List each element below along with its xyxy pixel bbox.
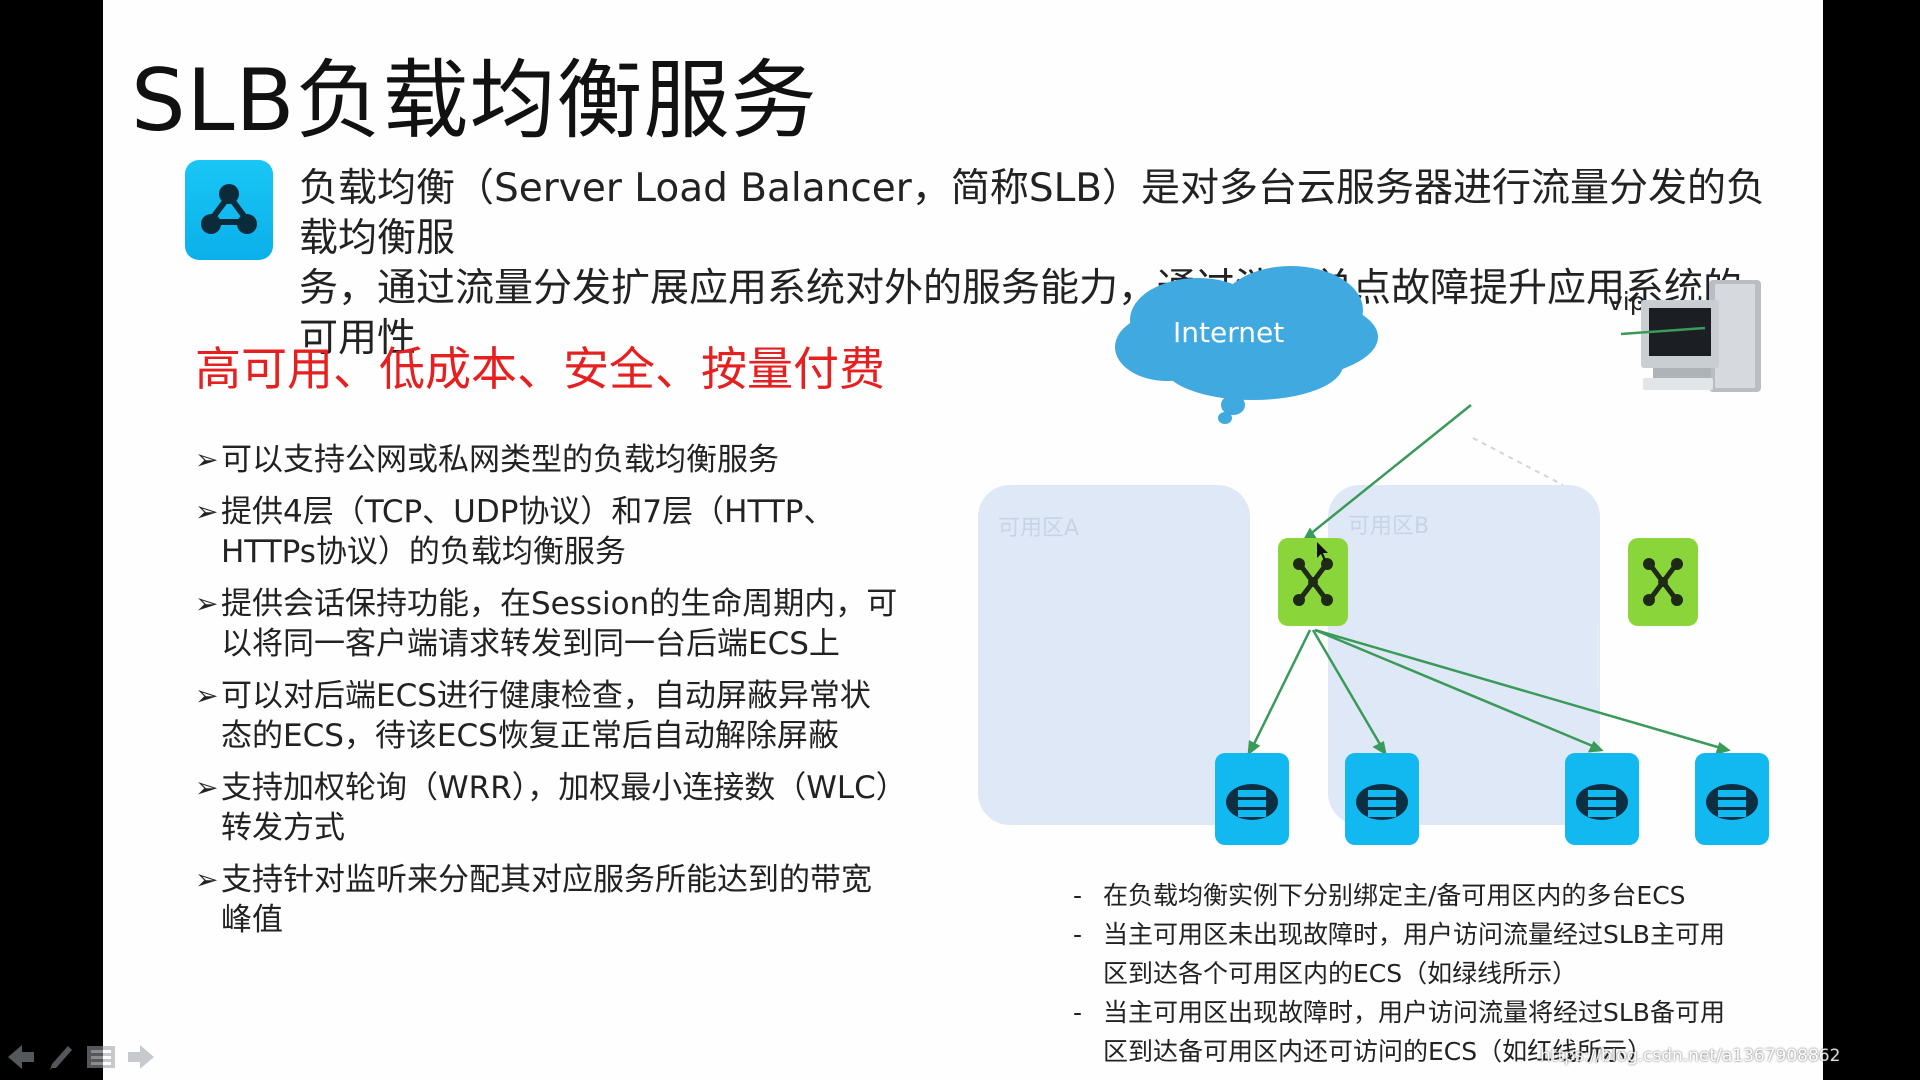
pen-icon[interactable] [44, 1040, 78, 1074]
zone-b [1328, 485, 1600, 825]
list-item: ➢支持加权轮询（WRR），加权最小连接数（WLC） 转发方式 [195, 770, 907, 846]
list-item: -当主可用区出现故障时，用户访问流量将经过SLB备可用 区到达备可用区内还可访问… [1073, 998, 1725, 1066]
intro-text: 负载均衡（Server Load Balancer，简称SLB）是对多台云服务器… [299, 166, 1766, 361]
ecs-server-icon [1565, 753, 1639, 845]
vip-label: vip [1608, 287, 1646, 316]
list-item: ➢提供会话保持功能，在Session的生命周期内，可 以将同一客户端请求转发到同… [195, 586, 898, 662]
bullet-arrow-icon: ➢ [195, 771, 219, 804]
nav-prev-icon[interactable] [4, 1040, 38, 1074]
zone-b-label: 可用区B [1348, 514, 1429, 539]
list-item: ➢支持针对监听来分配其对应服务所能达到的带宽 峰值 [195, 862, 872, 938]
slb-logo-icon [185, 160, 273, 260]
bullet-arrow-icon: ➢ [195, 443, 219, 476]
bullet-arrow-icon: ➢ [195, 587, 219, 620]
nav-next-icon[interactable] [124, 1040, 158, 1074]
desktop-computer-icon [1641, 280, 1761, 392]
watermark: https://blog.csdn.net/a1367908862 [1540, 1046, 1841, 1066]
tagline: 高可用、低成本、安全、按量付费 [195, 342, 885, 396]
bullet-arrow-icon: ➢ [195, 495, 219, 528]
bullet-arrow-icon: ➢ [195, 679, 219, 712]
slide: SLB负载均衡服务 负载均衡（Server Load Balancer，简称SL… [103, 0, 1823, 1080]
zone-a-label: 可用区A [998, 516, 1079, 541]
slb-node-icon [1278, 538, 1348, 626]
zone-a [978, 485, 1250, 825]
list-item: ➢可以支持公网或私网类型的负载均衡服务 [195, 442, 779, 478]
bullet-arrow-icon: ➢ [195, 863, 219, 896]
feature-list: ➢可以支持公网或私网类型的负载均衡服务 ➢提供4层（TCP、UDP协议）和7层（… [195, 440, 935, 952]
page-title: SLB负载均衡服务 [131, 51, 818, 151]
ecs-server-icon [1345, 753, 1419, 845]
mouse-cursor-icon [1317, 542, 1328, 561]
internet-label: Internet [1173, 316, 1284, 349]
presentation-controls [4, 1040, 158, 1076]
notes-list: -在负载均衡实例下分别绑定主/备可用区内的多台ECS -当主可用区未出现故障时，… [1073, 876, 1793, 1071]
ecs-server-icon [1695, 753, 1769, 845]
list-item: -在负载均衡实例下分别绑定主/备可用区内的多台ECS [1073, 881, 1686, 910]
list-item: ➢可以对后端ECS进行健康检查，自动屏蔽异常状 态的ECS，待该ECS恢复正常后… [195, 678, 871, 754]
slb-architecture-diagram: 可用区A 可用区B Internet vip [978, 266, 1769, 845]
list-item: ➢提供4层（TCP、UDP协议）和7层（HTTP、 HTTPs协议）的负载均衡服… [195, 494, 835, 570]
slb-node-icon [1628, 538, 1698, 626]
internet-cloud-icon [1115, 266, 1378, 424]
menu-icon[interactable] [84, 1040, 118, 1074]
ecs-server-icon [1215, 753, 1289, 845]
list-item: -当主可用区未出现故障时，用户访问流量经过SLB主可用 区到达各个可用区内的EC… [1073, 920, 1725, 988]
